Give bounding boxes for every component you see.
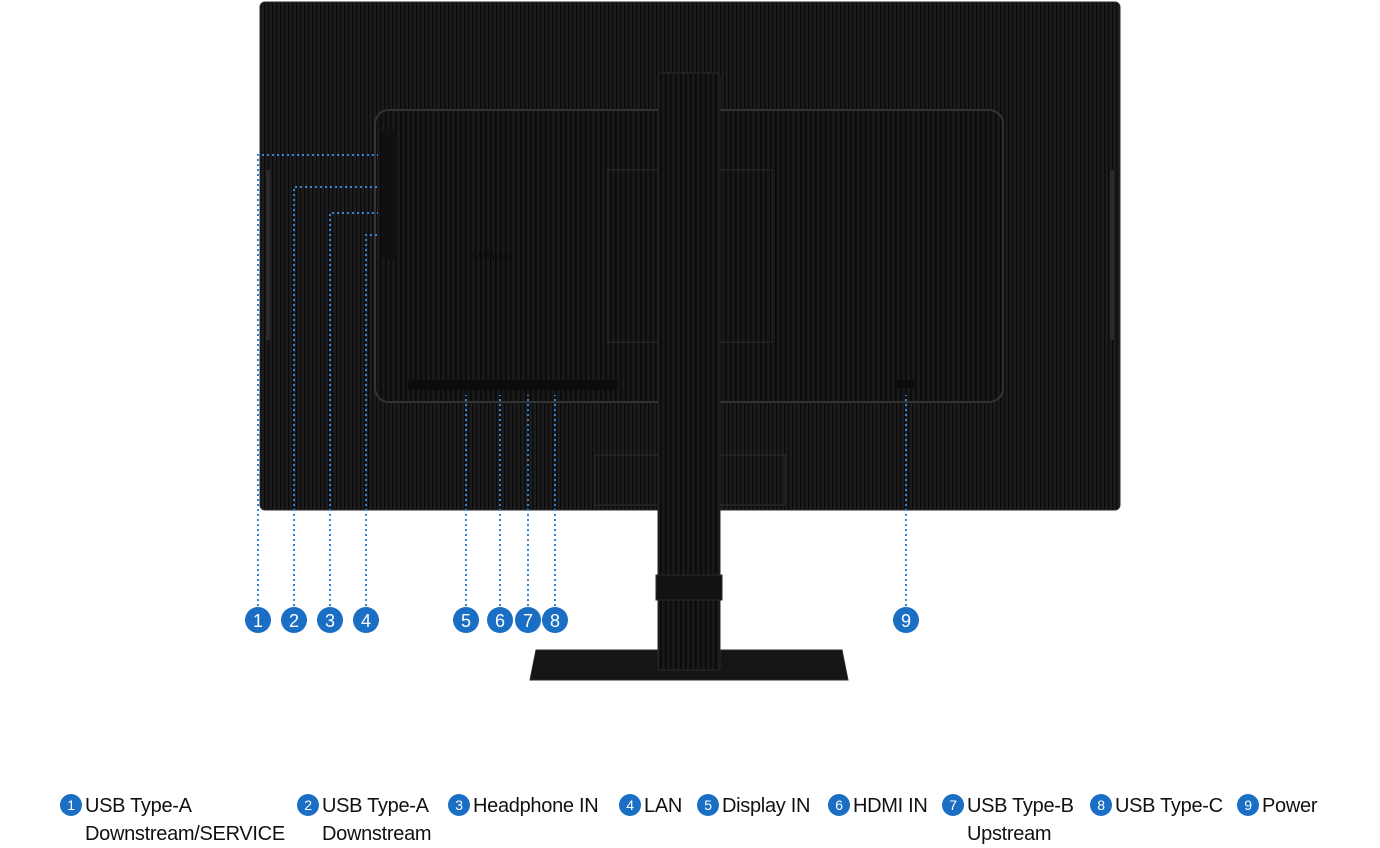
callout-number: 1	[253, 611, 263, 631]
legend-number-badge: 3	[448, 794, 470, 816]
callout-badge-9: 9	[893, 607, 919, 633]
legend-number-badge: 8	[1090, 794, 1112, 816]
legend-label: Display IN	[722, 795, 811, 817]
legend-item: 4 LAN	[619, 792, 682, 820]
legend-number-badge: 6	[828, 794, 850, 816]
legend-item: 3 Headphone IN	[448, 792, 599, 820]
callout-badge-8: 8	[542, 607, 568, 633]
legend-label: Headphone IN	[473, 795, 599, 817]
callout-number: 4	[361, 611, 371, 631]
legend-number-badge: 4	[619, 794, 641, 816]
legend-label: USB Type-A	[85, 795, 192, 817]
legend-item: 8 USB Type-C	[1090, 792, 1223, 820]
legend-label: LAN	[644, 795, 683, 817]
legend-label: Power	[1262, 795, 1318, 817]
callout-number: 7	[523, 611, 533, 631]
legend-number-badge: 9	[1237, 794, 1259, 816]
legend-label: USB Type-C	[1115, 795, 1223, 817]
callout-badge-7: 7	[515, 607, 541, 633]
legend-item: 7 USB Type-B Upstream	[942, 792, 1074, 848]
callout-lines	[257, 154, 907, 606]
legend-item: 5 Display IN	[697, 792, 810, 820]
legend-item: 2 USB Type-A Downstream	[297, 792, 432, 848]
legend-label-line2: Upstream	[967, 823, 1052, 845]
legend-label: USB Type-B	[967, 795, 1074, 817]
callout-number: 5	[461, 611, 471, 631]
callout-badge-2: 2	[281, 607, 307, 633]
callout-number: 8	[550, 611, 560, 631]
callout-badge-4: 4	[353, 607, 379, 633]
legend-number-badge: 2	[297, 794, 319, 816]
legend-label-line2: Downstream	[322, 823, 432, 845]
callout-badge-1: 1	[245, 607, 271, 633]
monitor-stand	[529, 72, 849, 681]
callout-number: 9	[901, 611, 911, 631]
callout-badge-5: 5	[453, 607, 479, 633]
legend-number-badge: 1	[60, 794, 82, 816]
legend-item: 9 Power	[1237, 792, 1318, 820]
callout-number: 6	[495, 611, 505, 631]
legend-item: 1 USB Type-A Downstream/SERVICE	[60, 792, 285, 848]
legend-number-badge: 5	[697, 794, 719, 816]
legend-label: USB Type-A	[322, 795, 429, 817]
legend-label: HDMI IN	[853, 795, 928, 817]
callout-number: 2	[289, 611, 299, 631]
callout-badge-6: 6	[487, 607, 513, 633]
legend-item: 6 HDMI IN	[828, 792, 928, 820]
callout-badge-3: 3	[317, 607, 343, 633]
legend-label-line2: Downstream/SERVICE	[85, 823, 285, 845]
callout-number: 3	[325, 611, 335, 631]
legend-number-badge: 7	[942, 794, 964, 816]
samsung-logo: SAMSUNG	[472, 252, 512, 261]
